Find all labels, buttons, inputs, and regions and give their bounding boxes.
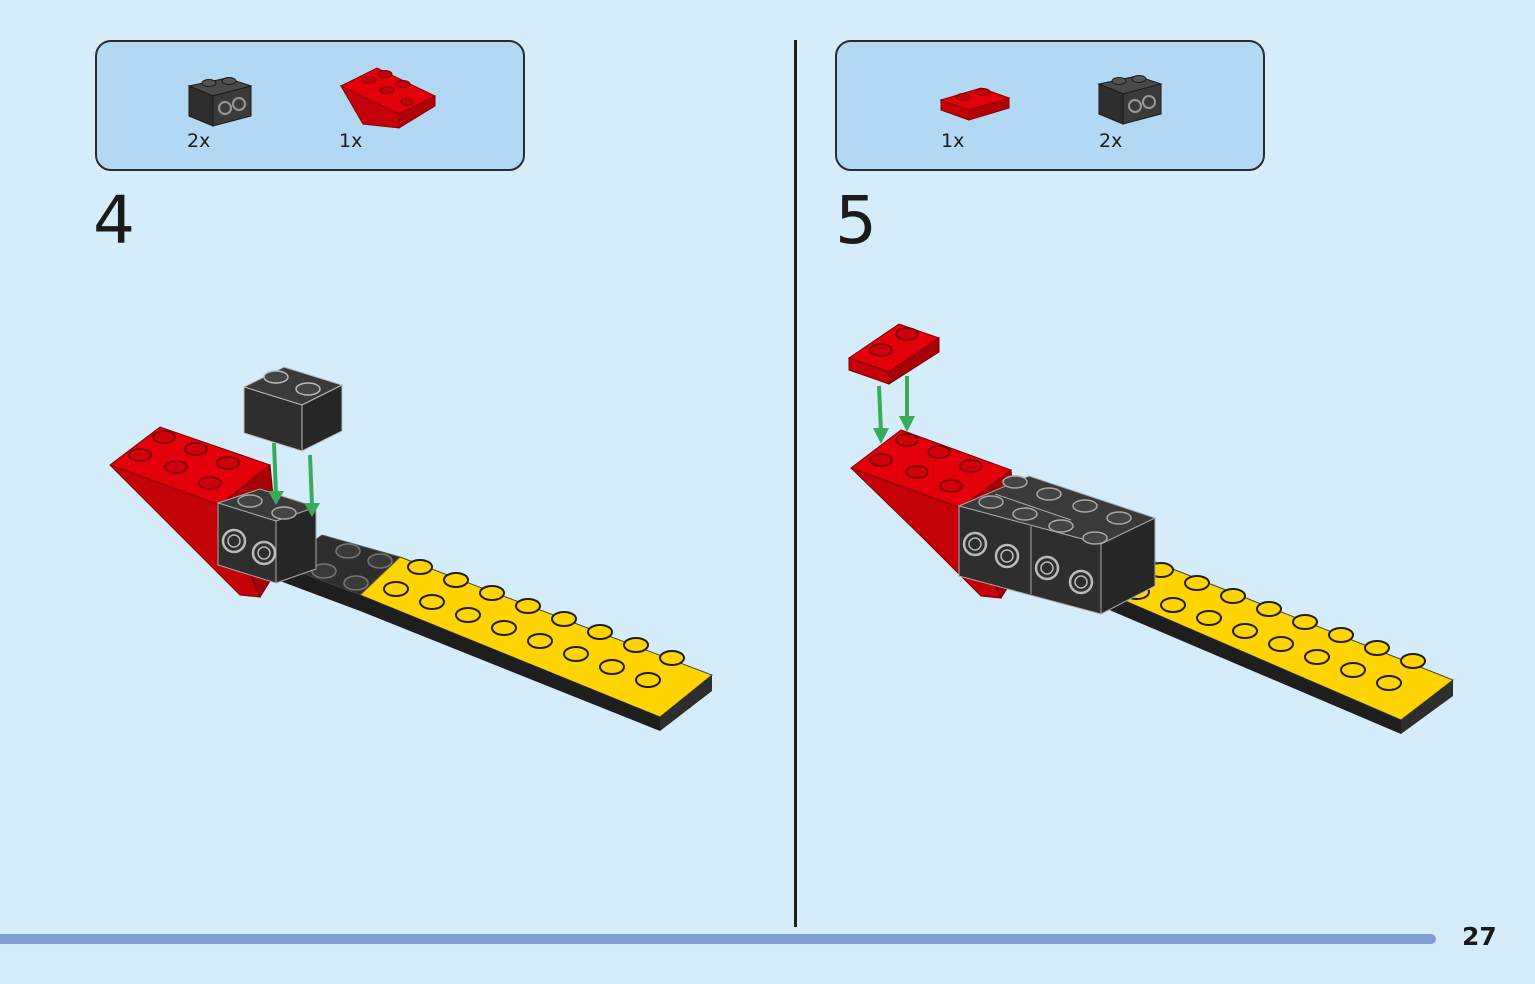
progress-bar <box>0 934 1436 944</box>
parts-callout-step-4: 2x 1x <box>95 40 525 171</box>
part-quantity: 1x <box>339 130 363 152</box>
page-number: 27 <box>1462 922 1497 951</box>
part-quantity: 1x <box>941 130 965 152</box>
part-quantity: 2x <box>1099 130 1123 152</box>
black-brick-1x2-icon <box>187 77 253 127</box>
black-brick-1x2-icon <box>1097 75 1163 125</box>
step-number: 4 <box>93 182 135 259</box>
part-quantity: 2x <box>187 130 211 152</box>
red-inverted-slope-icon <box>339 67 437 129</box>
step-number: 5 <box>835 182 877 259</box>
red-plate-1x2-icon <box>939 87 1011 121</box>
parts-callout-step-5: 1x 2x <box>835 40 1265 171</box>
step-5-model-illustration <box>847 323 1455 734</box>
step-divider <box>794 40 797 927</box>
step-4-model-illustration <box>108 366 713 731</box>
